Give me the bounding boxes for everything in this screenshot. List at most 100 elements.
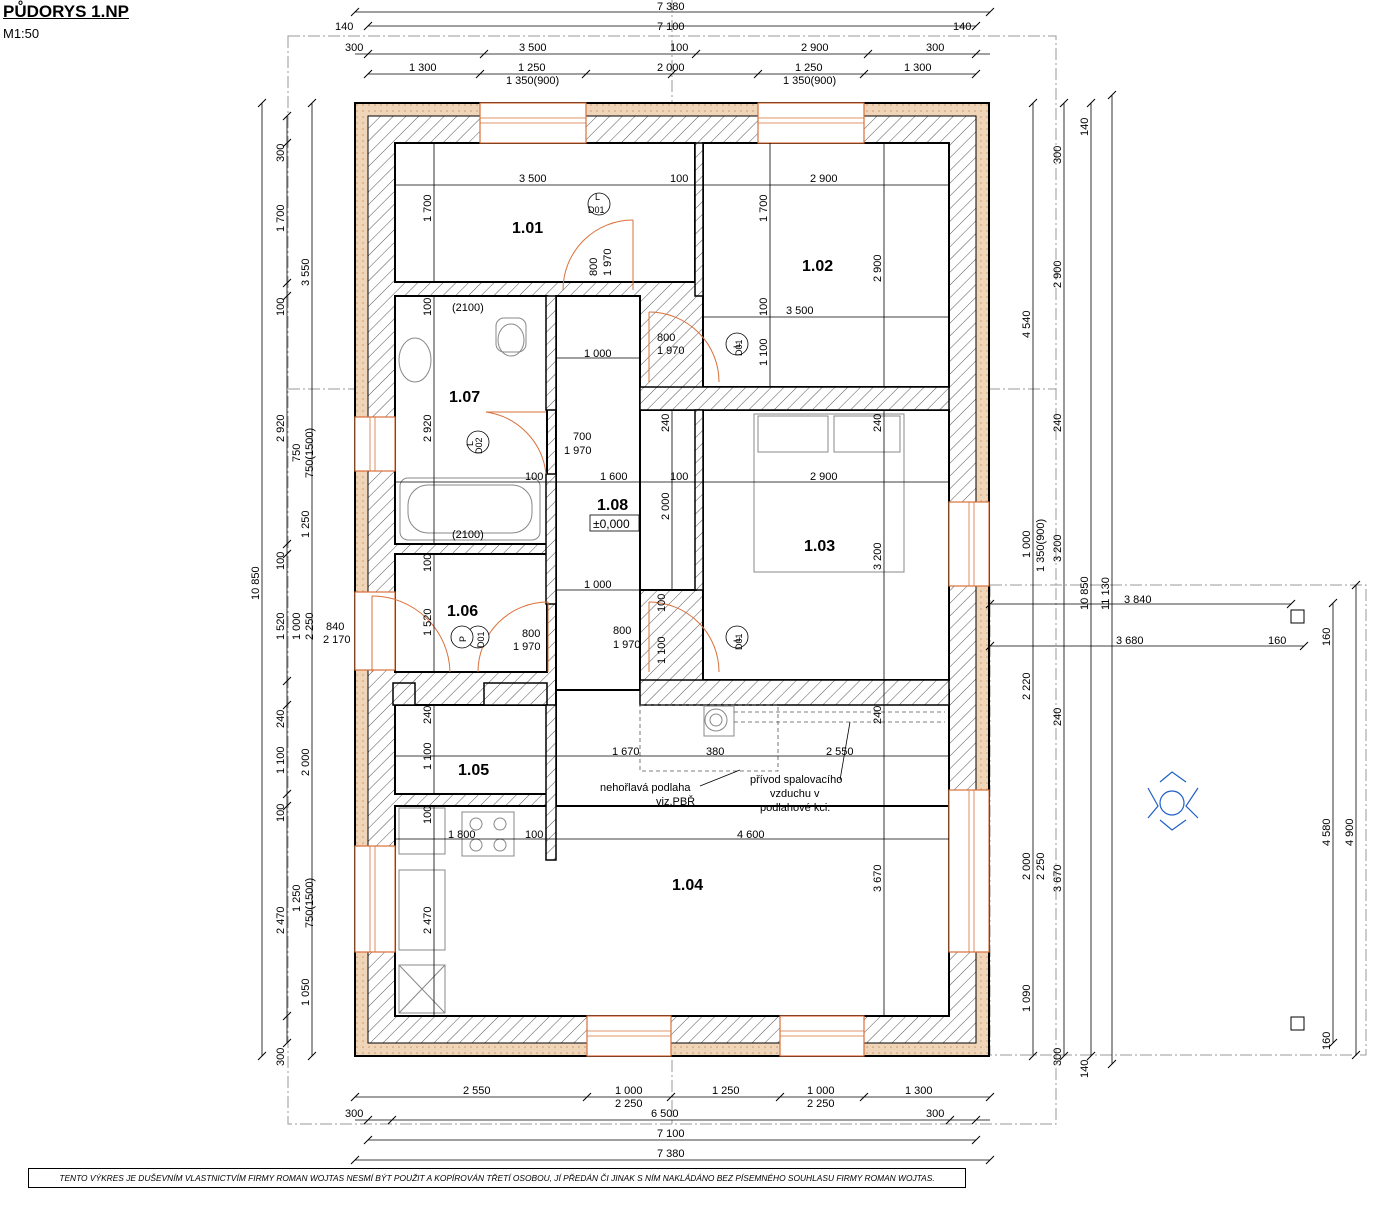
dim-terrace-w1: 3 840 [1124,594,1152,606]
dim-in-c1600: 1 600 [600,471,628,483]
dim-in-r1-c: 2 900 [810,173,838,185]
floor-level-value: ±0,000 [593,517,630,531]
sanitary-fixtures [398,317,905,1014]
door-1-height: 1 970 [602,248,614,276]
dim-left-c1-4: 100 [275,552,287,570]
room-label-1.06: 1.06 [447,603,478,620]
dim-bottom-overall-2: 7 100 [657,1128,685,1140]
dim-in-wc-h: (2100) [452,529,484,541]
door-tag-d02-side: L [465,441,475,446]
dim-right-c1-6: 300 [1052,1048,1064,1066]
dim-top-r4-3: 1 250 [795,62,823,74]
dim-in-c1670: 1 670 [612,746,640,758]
door-3-width: 700 [573,431,591,443]
dim-right-c1-1: 2 900 [1052,260,1064,288]
dim-left-door-w: 840 [326,621,344,633]
door-4-width: 800 [522,628,540,640]
dim-in-r2-a: 2 900 [872,254,884,282]
door-tag-d01-d-side: L [732,637,742,642]
dim-top-r4-4: 1 300 [904,62,932,74]
note-air-line2: vzduchu v [770,788,820,800]
dim-in-c100e: 100 [656,594,668,612]
dim-in-c3200: 3 200 [872,542,884,570]
dimension-ticks [257,7,1361,1165]
dim-terrace-h2: 4 900 [1344,818,1356,846]
dim-left-c1-10: 300 [275,1048,287,1066]
dim-bottom-r2-0: 300 [345,1108,363,1120]
dim-right-overall-2: 11 130 [1100,577,1112,610]
dim-terrace-h1: 4 580 [1321,818,1333,846]
dim-left-c2-0: 3 550 [300,258,312,286]
room-label-1.02: 1.02 [802,258,833,275]
dim-top-overall-1: 7 380 [657,1,685,13]
door-tag-d01-a: D01 [588,205,605,215]
dim-left-c2-2: 750(1500) [304,428,316,478]
dim-bottom-overall-1: 7 380 [657,1148,685,1160]
dim-top-r4-2: 2 000 [657,62,685,74]
dim-in-c240b: 240 [872,414,884,432]
dim-in-c3670: 3 670 [872,864,884,892]
drawing-title: PŮDORYS 1.NP [3,2,129,21]
dim-in-c4600: 4 600 [737,829,765,841]
door-2-width: 800 [657,332,675,344]
dim-right-overall-1: 10 850 [1079,576,1091,610]
dim-right-c2-0: 4 540 [1021,310,1033,338]
dim-bottom-r1-0: 2 550 [463,1085,491,1097]
dim-bottom-r1-4: 1 300 [905,1085,933,1097]
dim-bottom-r1sub-0: 2 250 [615,1098,643,1110]
dim-bottom-r2-1: 6 500 [651,1108,679,1120]
copyright-footer: TENTO VÝKRES JE DUŠEVNÍM VLASTNICTVÍM FI… [28,1168,966,1188]
dim-in-h1000b: 1 000 [584,579,612,591]
dim-top-r3-1: 3 500 [519,42,547,54]
dim-in-c100f: 100 [422,806,434,824]
dim-right-c2-2: 1 350(900) [1035,519,1047,572]
dim-in-r2-e: 1 100 [758,338,770,366]
door-swings [371,219,720,673]
door-5-height: 1 970 [613,639,641,651]
door-tag-d01-b-side: L [732,343,742,348]
door-tag-d01-d: D01 [734,633,744,650]
dim-in-c240a: 240 [660,414,672,432]
door-1-width: 800 [588,258,600,276]
door-4-height: 1 970 [513,641,541,653]
dim-in-r2-d: 3 500 [786,305,814,317]
dim-left-c1-7: 1 100 [275,746,287,774]
door-tag-d02: D02 [474,437,484,454]
dim-bottom-r1-2: 1 250 [712,1085,740,1097]
dim-right-edge-bottom: 140 [1079,1060,1091,1078]
dim-right-edge-top: 140 [1079,118,1091,136]
dim-right-c2-1: 1 000 [1021,530,1033,558]
partition-walls [392,142,950,861]
dim-top-edge-left: 140 [335,21,353,33]
dim-top-r4-1: 1 250 [518,62,546,74]
dim-left-c2-7: 1 250 [291,884,303,912]
dim-right-c2-5: 2 250 [1035,852,1047,880]
dim-right-c1-5: 3 670 [1052,864,1064,892]
dim-in-c1100-door: 1 100 [656,636,668,664]
dim-bottom-r1sub-1: 2 250 [807,1098,835,1110]
dim-left-c2-5: 2 250 [304,612,316,640]
floor-level-box [589,514,640,532]
dim-bottom-r1-3: 1 000 [807,1085,835,1097]
dim-top-r4sub-1: 1 350(900) [783,75,836,87]
door-tag-d01-a-side: L [595,192,600,202]
dim-in-c100g: 100 [525,829,543,841]
dim-in-c1800: 1 800 [448,829,476,841]
dim-terrace-edge-top: 160 [1321,628,1333,646]
dim-right-c2-3: 2 220 [1021,672,1033,700]
dim-in-c1100: 1 100 [422,742,434,770]
dim-left-c1-0: 300 [275,144,287,162]
note-floor-line2: viz.PBŘ [656,795,695,808]
dim-left-c2-4: 1 000 [291,612,303,640]
note-air-line3: podlahové kci. [760,802,830,814]
dim-in-r1-b: 100 [670,173,688,185]
door-2-height: 1 970 [657,345,685,357]
dim-left-c1-6: 240 [275,710,287,728]
dim-bottom-r2-2: 300 [926,1108,944,1120]
door-tags [450,192,749,649]
dim-terrace-w2: 3 680 [1116,635,1144,647]
dim-in-c100d: 100 [422,554,434,572]
dim-left-door-h: 2 170 [323,634,351,646]
dim-in-r1-h: 1 700 [422,194,434,222]
